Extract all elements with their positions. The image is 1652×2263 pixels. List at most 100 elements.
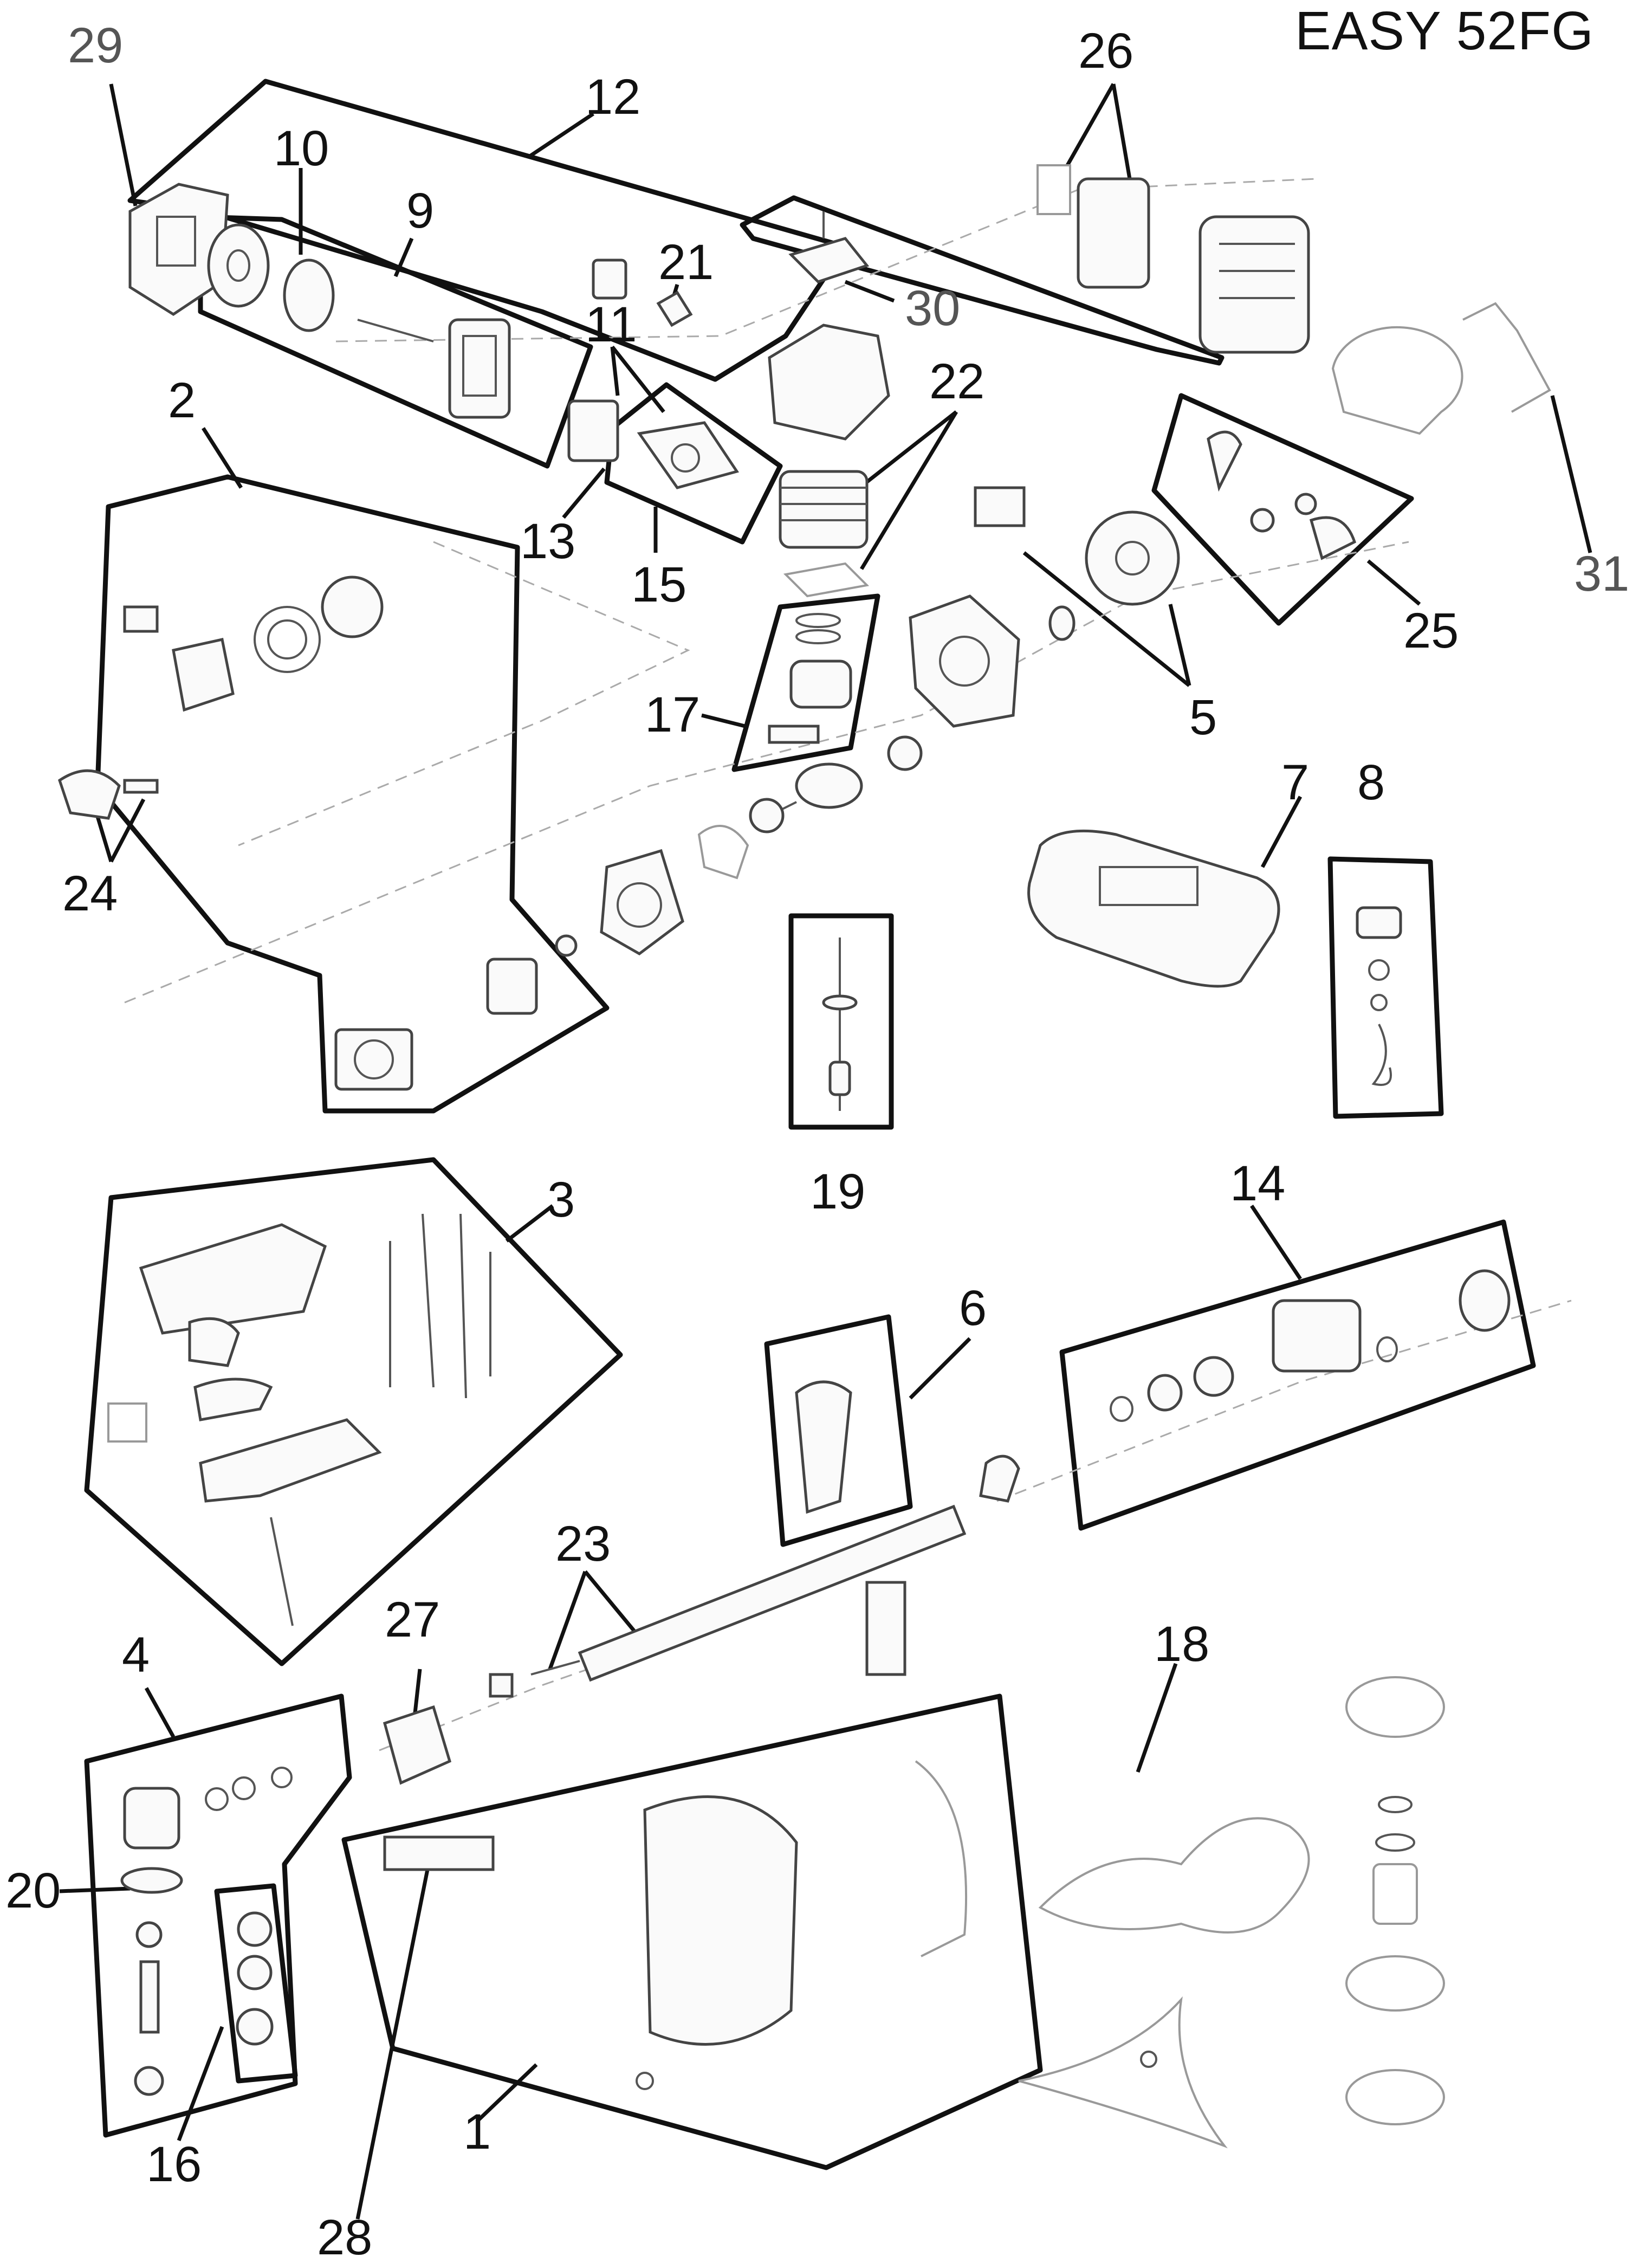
cylinder-cover-part [768,211,890,441]
blade-guard-part [383,1760,968,2090]
trimmer-head-part [1345,1676,1445,2125]
group-12-outline [127,79,848,382]
assembly-axis-starter [238,541,690,846]
group-15-outline [604,382,783,545]
callout-16: 16 [146,2137,202,2192]
callout-28: 28 [317,2210,372,2263]
leader-26a [1065,83,1116,166]
group-25-outline [1151,393,1414,626]
leader-13 [562,467,606,519]
callout-18: 18 [1154,1617,1209,1672]
callout-6: 6 [959,1281,987,1336]
callout-14: 14 [1230,1156,1285,1211]
leader-27 [412,1669,422,1718]
group-17-outline [731,593,880,772]
group-19-outline [788,913,894,1130]
callout-26: 26 [1078,23,1133,79]
leader-4 [144,1687,176,1738]
callout-27: 27 [385,1592,440,1647]
clutch-drum-part [207,223,335,332]
leader-20 [59,1886,131,1893]
crankshaft-part [749,735,923,833]
group-14-outline [1059,1219,1536,1531]
leader-17 [701,713,746,728]
gear-head-part [120,1767,293,2096]
shoulder-harness-part [1038,1817,1310,1934]
callout-22: 22 [929,354,984,409]
leader-5b [1168,604,1191,686]
leader-23b [584,1570,638,1635]
group-6-outline [764,1314,913,1547]
fuel-cap-part [1356,906,1402,1086]
leader-2 [202,427,243,489]
three-tooth-blade-part [1018,1996,1228,2149]
handle-bracket-24 [58,769,159,820]
leader-31 [1550,395,1592,553]
callout-17: 17 [645,687,700,742]
recoil-starter-part [123,576,384,712]
leader-22a [854,410,958,492]
bearing-set-16 [236,1911,274,2046]
cylinder-part [779,470,870,598]
group-26-outline [740,195,1225,366]
starter-flange-part [334,958,538,1091]
piston-part [768,613,852,744]
callout-12: 12 [585,69,640,125]
group-1-outline [341,1693,1043,2170]
leader-1 [475,2063,538,2123]
leader-29 [109,83,138,206]
insulator-part [637,421,740,489]
fan-cover-part [1331,326,1463,435]
fuel-hose-part [822,937,858,1111]
callout-15: 15 [631,557,686,612]
leader-7 [1260,796,1303,868]
callout-23: 23 [555,1516,611,1572]
clutch-shoe-part [357,318,511,419]
drive-tube-part [489,1504,967,1698]
callout-13: 13 [520,514,575,569]
leader-25 [1366,559,1421,606]
callout-20: 20 [5,1863,61,1918]
leader-5a [1022,551,1191,687]
leader-14 [1250,1205,1302,1280]
leader-11a [610,346,620,396]
callout-11: 11 [585,297,637,352]
drive-shaft-coupling-part [1110,1269,1511,1422]
carburetor-part [567,258,693,462]
leader-22b [860,411,958,570]
callout-1: 1 [463,2104,491,2159]
callout-5: 5 [1189,690,1217,745]
callout-3: 3 [547,1172,575,1227]
fuel-tank-part [1027,829,1280,988]
leader-16 [177,2026,224,2142]
callout-21: 21 [658,235,714,290]
tube-clamp-part [383,1705,452,1785]
leader-24b [109,798,146,863]
callout-4: 4 [122,1627,150,1683]
callout-2: 2 [168,373,196,428]
group-8-outline [1327,856,1444,1119]
leader-12 [527,112,594,159]
flywheel-part [974,486,1180,606]
callout-10: 10 [274,121,329,176]
leader-9 [393,237,414,277]
callout-30: 30 [905,281,960,336]
leader-30 [844,280,895,303]
leader-11b [611,345,665,413]
assembly-axis-crank [124,541,1409,1004]
group-3-outline [84,1157,623,1666]
callout-8: 8 [1357,755,1385,810]
leader-26b [1111,83,1132,179]
leader-23a [548,1570,587,1670]
group-4-outline [84,1693,352,2138]
callout-19: 19 [810,1164,865,1219]
ignition-parts [1207,430,1357,560]
crankcase-part [909,594,1076,728]
group-16-outline [214,1883,298,2084]
model-title: EASY 52FG [1295,1,1594,61]
engine-case-half-part [555,825,749,957]
group-2-outline [95,474,610,1114]
callout-7: 7 [1281,755,1309,810]
callout-24: 24 [62,866,118,921]
